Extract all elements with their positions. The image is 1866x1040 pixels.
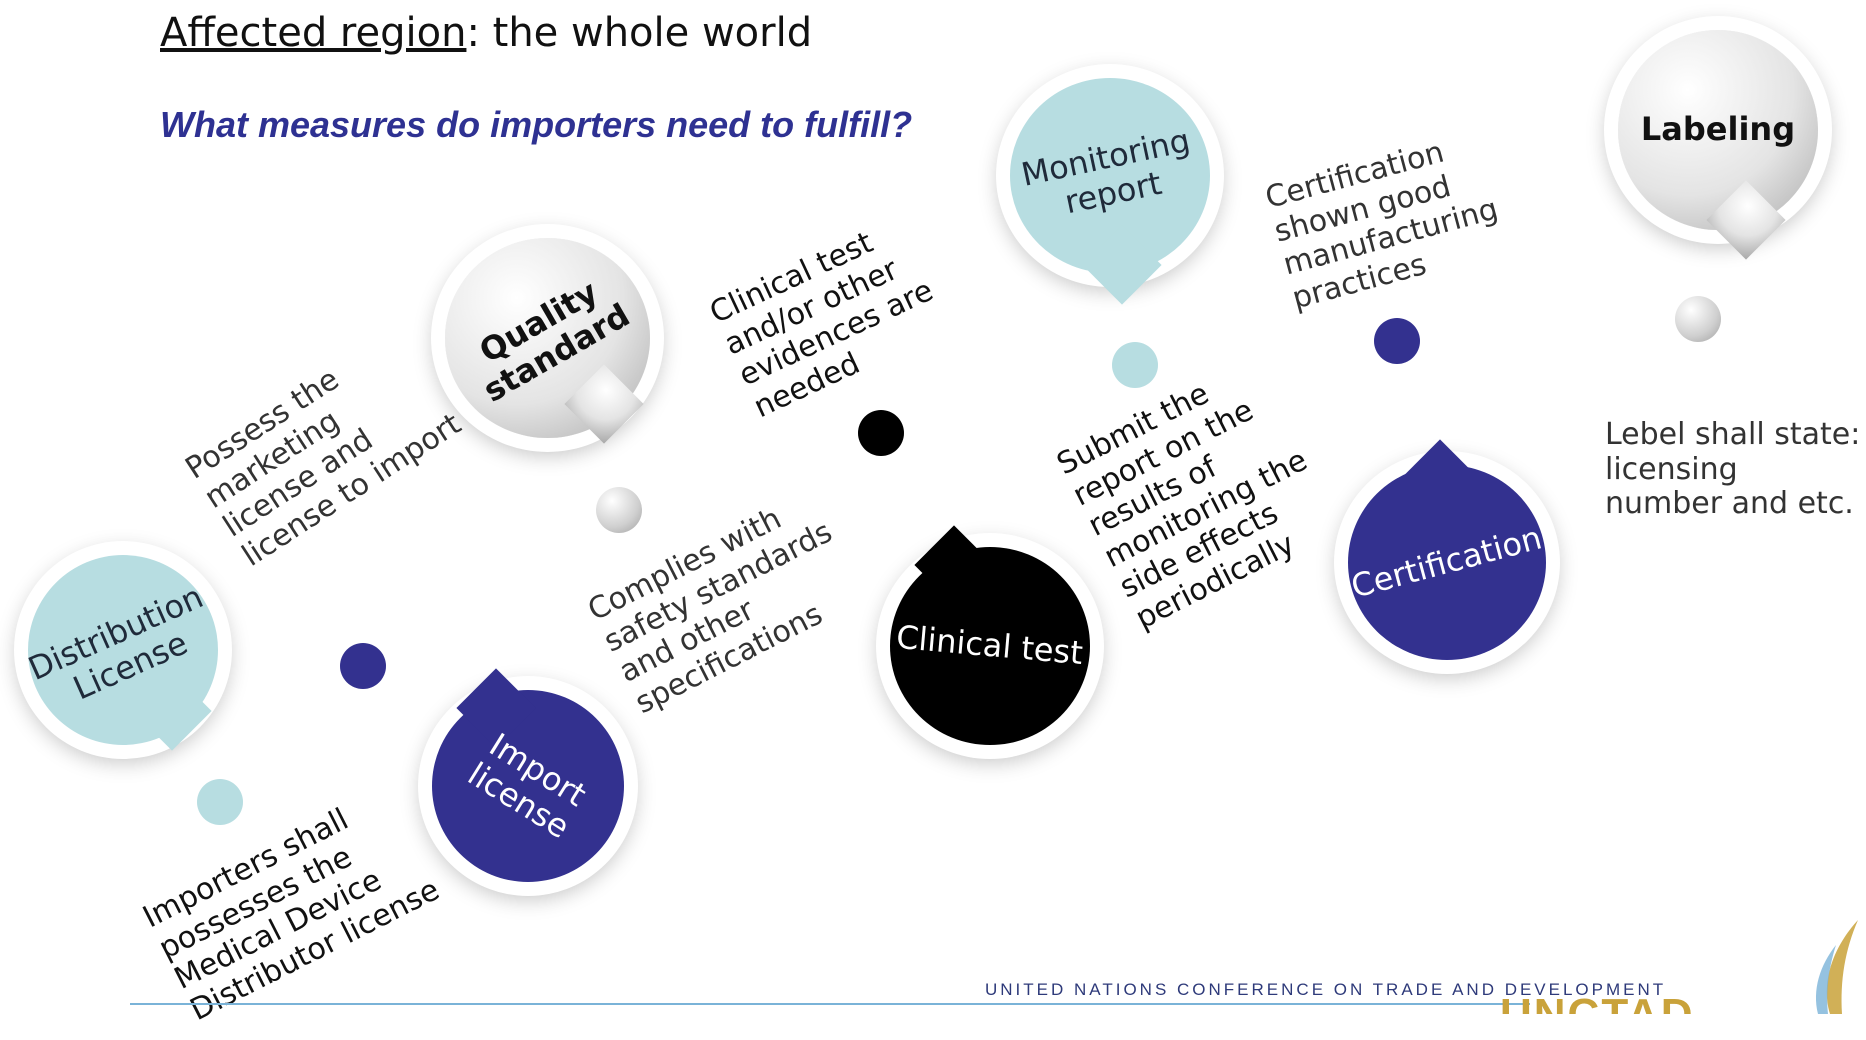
unctad-logo-icon (1816, 920, 1858, 1014)
clinical-test-title: Clinical test (895, 618, 1085, 673)
affected-region-heading: Affected region: the whole world (160, 10, 812, 56)
certification-title: Certification (1347, 517, 1546, 606)
clinical-test-dot (858, 410, 904, 456)
monitoring-report-dot (1112, 342, 1158, 388)
certification-bubble: Certification (1348, 465, 1546, 660)
footer-divider (130, 1003, 1530, 1005)
unctad-logo-text: UNCTAD (1500, 990, 1695, 1039)
distribution-license-dot (197, 779, 243, 825)
import-license-desc: Possess the marketing license and licens… (179, 320, 467, 574)
distribution-license-bubble: Distribution License (22, 555, 218, 745)
import-license-dot (340, 643, 386, 689)
distribution-license-desc: Importers shall possesses the Medical De… (138, 780, 445, 1028)
quality-standard-bubble: Quality standard (445, 238, 650, 438)
monitoring-report-desc: Submit the report on the results of moni… (1052, 351, 1344, 636)
certification-dot (1374, 318, 1420, 364)
quality-standard-dot (596, 487, 642, 533)
desc-line: licensing (1605, 451, 1738, 487)
desc-line: Lebel shall state: (1605, 417, 1861, 452)
footer-org-name: UNITED NATIONS CONFERENCE ON TRADE AND D… (985, 980, 1667, 999)
import-license-bubble: Import license (432, 690, 624, 882)
labeling-bubble: Labeling (1618, 30, 1818, 230)
monitoring-report-bubble: Monitoring report (1010, 78, 1210, 273)
labeling-title: Labeling (1640, 110, 1796, 149)
region-label: Affected region (160, 10, 467, 56)
region-value: : the whole world (466, 10, 813, 56)
labeling-dot (1675, 296, 1721, 342)
labeling-desc: Lebel shall state: licensing number and … (1605, 417, 1861, 522)
desc-line: number and etc. (1605, 486, 1854, 521)
question-title: What measures do importers need to fulfi… (160, 104, 913, 145)
clinical-test-desc: Clinical test and/or other evidences are… (705, 211, 953, 425)
clinical-test-bubble: Clinical test (890, 547, 1090, 745)
certification-desc: Certification shown good manufacturing p… (1262, 126, 1511, 316)
